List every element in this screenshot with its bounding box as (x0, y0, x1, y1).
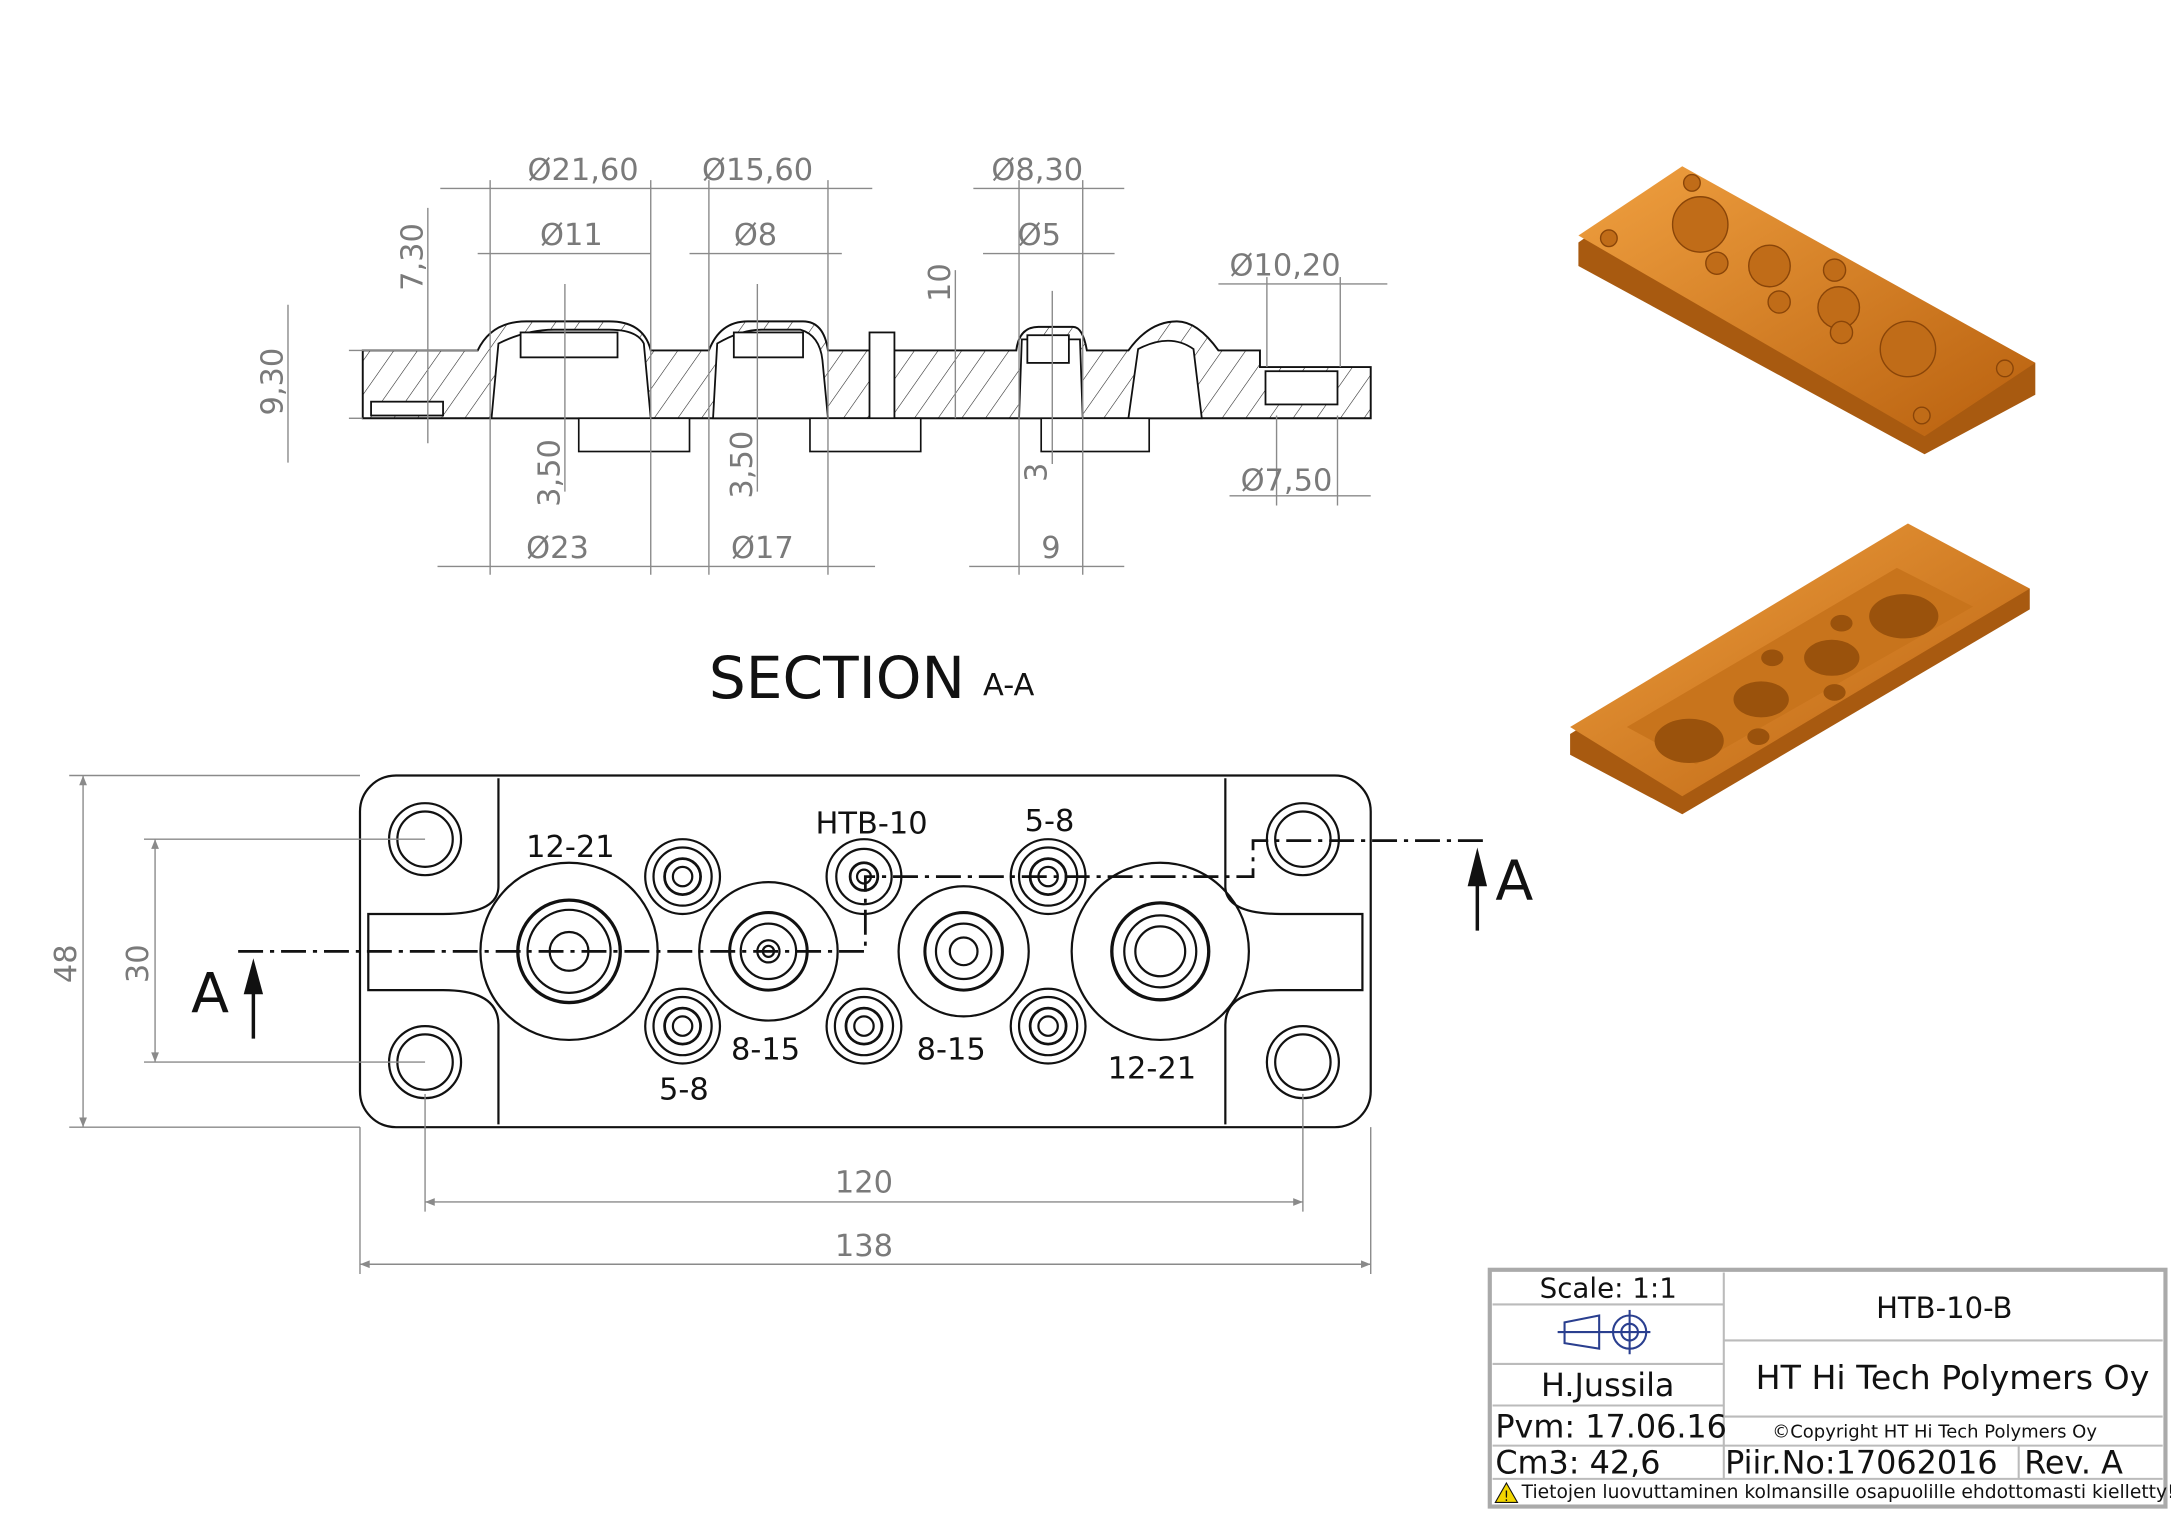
dim-d10-20: Ø10,20 (1229, 249, 1340, 284)
dim-d17: Ø17 (731, 531, 794, 566)
gland-8-15-b (897, 885, 1030, 1018)
dim-h10: 10 (923, 263, 958, 302)
section-marker-right: A (1495, 850, 1533, 914)
dim-d7-50: Ø7,50 (1241, 463, 1333, 498)
plan-view: A A 12-21 HTB-10 5-8 8-15 8-15 5-8 12-21… (49, 774, 1533, 1274)
revision: Rev. A (2024, 1443, 2123, 1481)
iso-view-bottom (1570, 523, 2030, 815)
dim-w9: 9 (1041, 531, 1060, 566)
section-marker-left: A (191, 962, 229, 1026)
copyright: ©Copyright HT Hi Tech Polymers Oy (1772, 1421, 2097, 1442)
dim-d8-30: Ø8,30 (991, 153, 1083, 188)
dim-d15-60: Ø15,60 (702, 153, 813, 188)
iso-view-top (1578, 166, 2036, 455)
projection-symbol-icon (1557, 1309, 1651, 1355)
label-8-15-b: 8-15 (917, 1032, 986, 1067)
dim-h3-50a: 3,50 (532, 439, 567, 507)
svg-text:!: ! (1504, 1489, 1510, 1505)
confidentiality-warning: Tietojen luovuttaminen kolmansille osapu… (1521, 1482, 2171, 1503)
dim-h7-30: 7,30 (395, 223, 430, 291)
label-5-8-top: 5-8 (1025, 804, 1075, 839)
label-12-21-left: 12-21 (526, 830, 615, 865)
dim-d11: Ø11 (540, 218, 603, 253)
small-glands (644, 838, 1087, 1065)
section-title-suffix: A-A (983, 668, 1034, 703)
part-number: HTB-10-B (1876, 1291, 2012, 1325)
scale-label: Scale: 1:1 (1540, 1271, 1677, 1304)
dim-d5: Ø5 (1018, 218, 1061, 253)
label-htb-10: HTB-10 (816, 807, 928, 842)
dim-d21-60: Ø21,60 (528, 153, 639, 188)
dim-h48: 48 (49, 944, 84, 983)
section-title: SECTION (709, 644, 965, 712)
dim-h9-30: 9,30 (255, 348, 290, 416)
label-5-8-bottom: 5-8 (659, 1072, 709, 1107)
label-12-21-right: 12-21 (1108, 1052, 1197, 1087)
volume: Cm3: 42,6 (1495, 1443, 1660, 1481)
dim-h30: 30 (121, 944, 156, 983)
drawing-number: Piir.No:17062016 (1725, 1443, 1997, 1481)
company-name: HT Hi Tech Polymers Oy (1756, 1358, 2150, 1397)
label-8-15-a: 8-15 (731, 1032, 800, 1067)
dim-d23: Ø23 (526, 531, 589, 566)
dim-h3: 3 (1020, 463, 1055, 482)
gland-12-21-right (1070, 861, 1250, 1042)
dim-w138: 138 (835, 1229, 893, 1264)
section-view: Ø21,60 Ø15,60 Ø8,30 Ø11 Ø8 Ø5 Ø10,20 Ø23… (255, 153, 1388, 712)
dim-w120: 120 (835, 1165, 893, 1200)
warning-icon: ! (1494, 1481, 1519, 1505)
date: Pvm: 17.06.16 (1495, 1407, 1727, 1445)
title-block: Scale: 1:1 H.Jussila Pvm: 17.06.16 Cm3: … (1487, 1267, 2171, 1509)
section-cut-line (238, 839, 1485, 953)
designer: H.Jussila (1541, 1366, 1674, 1404)
dim-h3-50b: 3,50 (725, 431, 760, 499)
dim-d8: Ø8 (734, 218, 777, 253)
